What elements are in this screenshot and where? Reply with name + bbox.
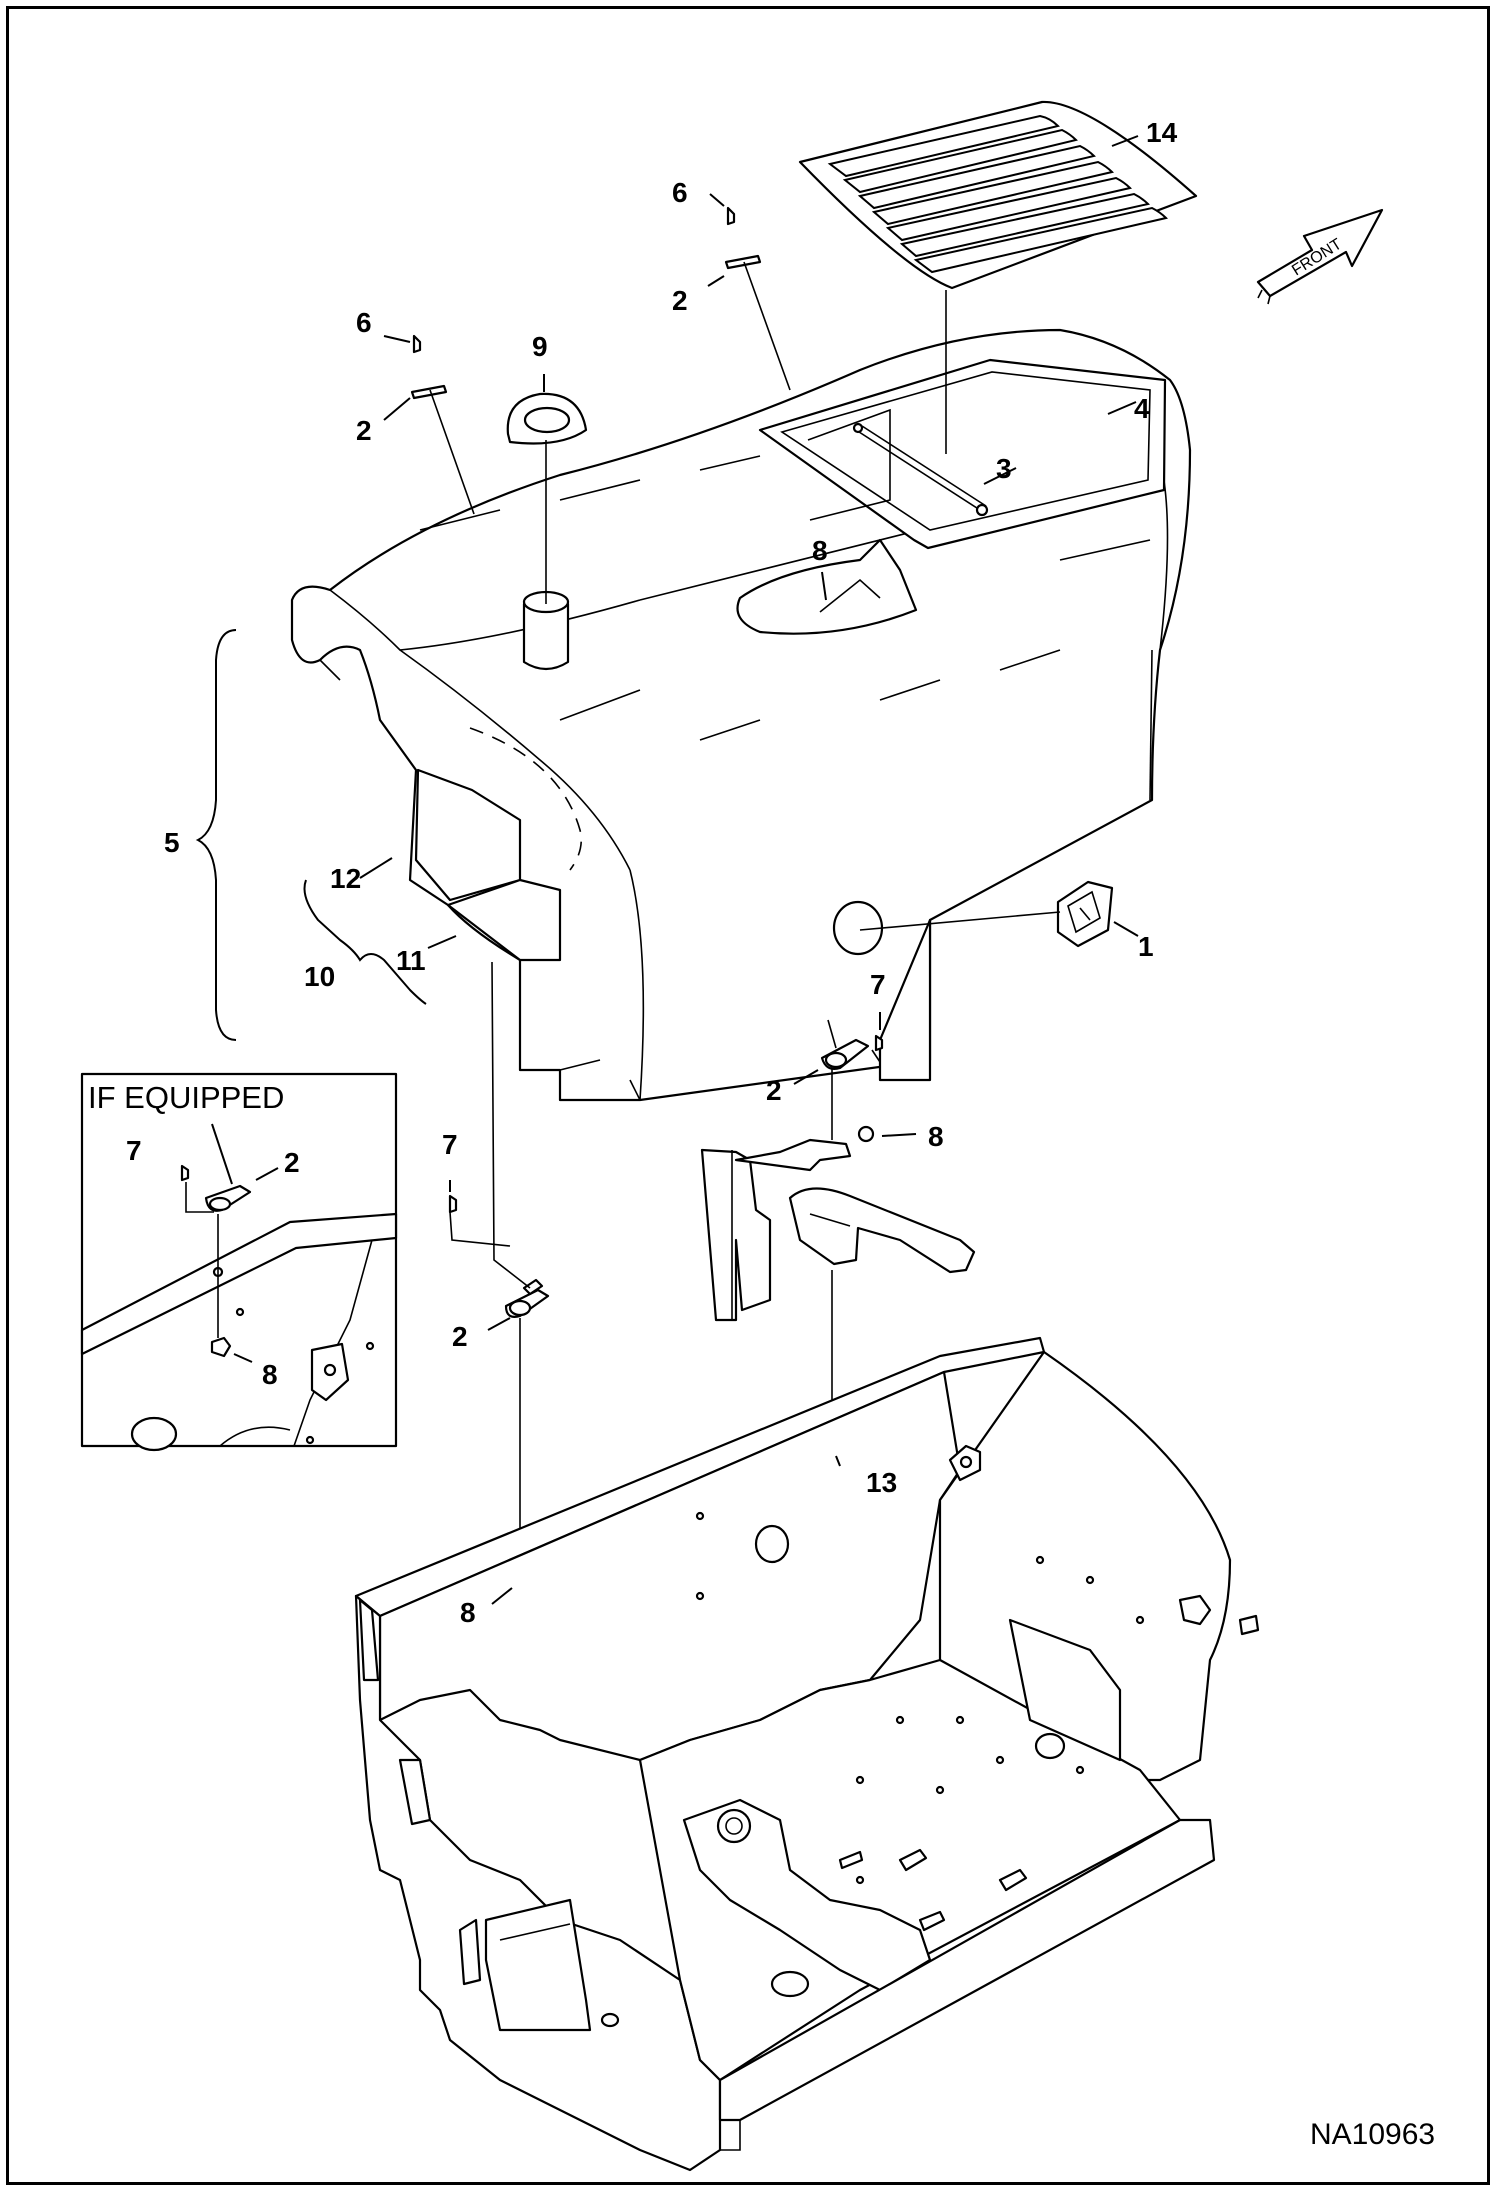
hinge-clip-center — [448, 1194, 550, 1318]
grille-part — [798, 100, 1198, 290]
callout-2-top-right: 2 — [672, 285, 688, 316]
drawing-reference-code: NA10963 — [1310, 2118, 1435, 2151]
inset-callout-2: 2 — [284, 1147, 300, 1178]
callout-2-right: 2 — [766, 1075, 782, 1106]
callout-labels: 14 6 2 6 9 2 4 3 8 5 12 11 10 1 7 2 8 7 … — [126, 117, 1178, 1628]
callout-10: 10 — [304, 961, 335, 992]
callout-11: 11 — [396, 945, 426, 976]
callout-2-top-left: 2 — [356, 415, 372, 446]
hood-cover-part — [290, 328, 1192, 1102]
callout-8-hood: 8 — [812, 535, 828, 566]
callout-1: 1 — [1138, 931, 1154, 962]
assembly-lines — [429, 261, 1061, 1574]
latch-part — [1056, 880, 1114, 948]
group-brace-5 — [195, 629, 237, 1041]
inset-panel: IF EQUIPPED — [80, 1072, 398, 1452]
inset-callout-8: 8 — [262, 1359, 278, 1390]
callout-2-center: 2 — [452, 1321, 468, 1352]
callout-4: 4 — [1134, 393, 1150, 424]
hinge-bracket-part — [700, 1138, 976, 1322]
leader-lines — [359, 135, 1139, 1605]
grille-slats — [827, 114, 1168, 274]
callout-6-right: 6 — [672, 177, 688, 208]
callout-3: 3 — [996, 453, 1012, 484]
callout-13: 13 — [866, 1467, 897, 1498]
callout-6-left: 6 — [356, 307, 372, 338]
front-arrow-icon: FRONT — [1256, 208, 1384, 305]
callout-12: 12 — [330, 863, 361, 894]
group-brace-10 — [303, 879, 427, 1005]
callout-14: 14 — [1146, 117, 1178, 148]
callout-8-right: 8 — [928, 1121, 944, 1152]
callout-5: 5 — [164, 827, 180, 858]
callout-7-center: 7 — [442, 1129, 458, 1160]
main-frame-part — [354, 1336, 1260, 2172]
callout-8-lower: 8 — [460, 1597, 476, 1628]
hood-pins — [410, 206, 762, 400]
callout-9: 9 — [532, 331, 548, 362]
callout-7-right: 7 — [870, 969, 886, 1000]
inset-title: IF EQUIPPED — [88, 1080, 284, 1115]
gas-strut-part — [852, 422, 989, 517]
inset-callout-7: 7 — [126, 1135, 142, 1166]
